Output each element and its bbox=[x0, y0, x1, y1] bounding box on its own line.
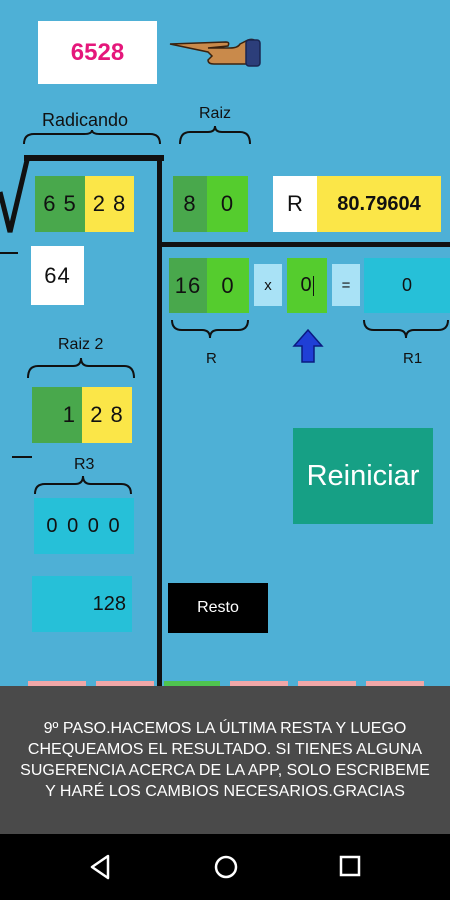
calc-left-text: 16 bbox=[174, 272, 202, 298]
bottom-value-text: 128 bbox=[92, 592, 126, 615]
r3-label: R3 bbox=[74, 456, 95, 473]
raiz2-left-text: 1 bbox=[62, 402, 76, 427]
square-box: 64 bbox=[31, 246, 84, 305]
number-display-text: 6528 bbox=[70, 38, 125, 66]
r-label-text: R bbox=[287, 191, 303, 216]
raiz-brace bbox=[179, 125, 251, 145]
toast-message: 9º PASO.HACEMOS LA ÚLTIMA RESTA Y LUEGO … bbox=[0, 686, 450, 834]
r-value-box: 80.79604 bbox=[317, 176, 441, 232]
r-brace bbox=[171, 319, 249, 339]
r-under-label: R bbox=[206, 350, 217, 367]
radicando-brace bbox=[23, 130, 161, 145]
number-display: 6528 bbox=[38, 21, 157, 84]
digit-input[interactable]: 0 bbox=[287, 258, 327, 313]
radicando-label: Radicando bbox=[42, 110, 129, 130]
raiz-label: Raiz bbox=[199, 105, 232, 122]
sqrt-icon bbox=[0, 155, 30, 233]
equals-text: = bbox=[341, 276, 351, 294]
r-label-box: R bbox=[273, 176, 317, 232]
resto-label[interactable]: Resto bbox=[197, 599, 239, 616]
raiz-right-text: 0 bbox=[220, 191, 235, 216]
keypad-key[interactable] bbox=[230, 681, 288, 689]
radicando-right-text: 2 8 bbox=[92, 191, 127, 216]
raiz2-right-text: 2 8 bbox=[90, 402, 124, 427]
reiniciar-label[interactable]: Reiniciar bbox=[306, 459, 420, 492]
resto-button[interactable]: Resto bbox=[168, 583, 268, 633]
r3-value: 0 0 0 0 bbox=[34, 498, 134, 554]
horizontal-divider bbox=[160, 242, 450, 247]
raiz2-label: Raiz 2 bbox=[58, 336, 104, 353]
r1-label: R1 bbox=[403, 350, 423, 367]
square-box-text: 64 bbox=[44, 262, 71, 288]
calc-right: 0 bbox=[207, 258, 249, 313]
times-text: x bbox=[264, 276, 272, 294]
r-value-text: 80.79604 bbox=[337, 192, 421, 215]
calc-result-text: 0 bbox=[401, 275, 412, 295]
keypad-key[interactable] bbox=[298, 681, 356, 689]
raiz-left-text: 8 bbox=[183, 191, 197, 216]
calc-result: 0 bbox=[364, 258, 450, 313]
reiniciar-button[interactable]: Reiniciar bbox=[293, 428, 433, 524]
navigation-bar bbox=[0, 834, 450, 900]
calc-left: 16 bbox=[169, 258, 207, 313]
home-icon[interactable] bbox=[213, 854, 239, 880]
sqrt-bar bbox=[24, 155, 164, 161]
keypad-key[interactable] bbox=[366, 681, 424, 689]
digit-input-text[interactable]: 0 bbox=[300, 274, 312, 296]
equals-sign: = bbox=[332, 264, 360, 306]
radicando-left-text: 6 5 bbox=[43, 191, 77, 216]
vertical-divider bbox=[157, 155, 162, 690]
calc-right-text: 0 bbox=[221, 272, 235, 298]
raiz2-brace bbox=[27, 357, 135, 379]
keypad-key[interactable] bbox=[164, 681, 220, 689]
pointing-hand-icon bbox=[169, 38, 261, 67]
text-cursor bbox=[312, 275, 314, 296]
keypad-key[interactable] bbox=[28, 681, 86, 689]
minus-mark bbox=[0, 252, 18, 254]
raiz-left: 8 bbox=[173, 176, 207, 232]
raiz-right: 0 bbox=[207, 176, 248, 232]
recents-icon[interactable] bbox=[339, 855, 361, 877]
r3-value-text: 0 0 0 0 bbox=[46, 514, 122, 537]
up-arrow-icon bbox=[292, 328, 324, 363]
radicando-left: 6 5 bbox=[35, 176, 85, 232]
bottom-value: 128 bbox=[32, 576, 132, 632]
raiz2-right: 2 8 bbox=[82, 387, 132, 443]
r3-brace bbox=[34, 475, 132, 495]
raiz2-left: 1 bbox=[32, 387, 82, 443]
times-sign: x bbox=[254, 264, 282, 306]
back-icon[interactable] bbox=[88, 854, 112, 880]
keypad-key[interactable] bbox=[96, 681, 154, 689]
minus-mark-2 bbox=[12, 456, 32, 458]
r1-brace bbox=[363, 319, 449, 339]
toast-text: 9º PASO.HACEMOS LA ÚLTIMA RESTA Y LUEGO … bbox=[20, 720, 430, 800]
radicando-right: 2 8 bbox=[85, 176, 134, 232]
